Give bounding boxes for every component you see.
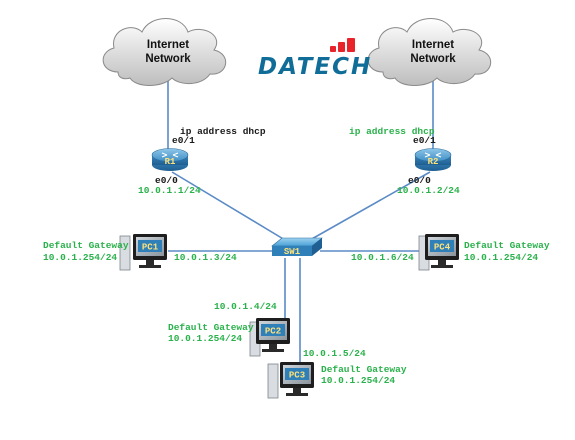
r1-wan-config: ip address dhcp <box>180 126 266 137</box>
cloud-left-line1: Internet <box>146 39 190 51</box>
r2-lan-ip: 10.0.1.2/24 <box>397 185 460 196</box>
pc3-ip: 10.0.1.5/24 <box>303 348 366 359</box>
pc4-label: PC4 <box>434 243 451 253</box>
pc1-gw: 10.0.1.254/24 <box>43 252 118 263</box>
router-r1-label: R1 <box>165 157 176 167</box>
switch-sw1[interactable]: SW1 <box>271 237 323 257</box>
pc3-label: PC3 <box>289 371 305 381</box>
internet-cloud-left <box>102 18 226 86</box>
r1-lan-iface: e0/0 <box>155 175 178 186</box>
pc2-ip: 10.0.1.4/24 <box>214 301 277 312</box>
pc1-gw-label: Default Gateway <box>43 240 129 251</box>
router-r1[interactable]: R1 <box>151 148 189 172</box>
cloud-right-line1: Internet <box>411 39 455 51</box>
router-r2[interactable]: R2 <box>414 148 452 172</box>
datech-logo: DATECH <box>258 54 373 80</box>
pc3-gw: 10.0.1.254/24 <box>321 375 396 386</box>
pc2-gw-label: Default Gateway <box>168 322 254 333</box>
pc-pc4[interactable]: PC4 <box>418 234 459 271</box>
pc4-gw-label: Default Gateway <box>464 240 550 251</box>
pc2-gw: 10.0.1.254/24 <box>168 333 243 344</box>
logo-mark <box>330 38 355 52</box>
internet-cloud-right <box>367 18 491 86</box>
r1-lan-ip: 10.0.1.1/24 <box>138 185 201 196</box>
cloud-left-label: Internet Network <box>128 38 208 66</box>
pc2-label: PC2 <box>265 327 281 337</box>
cloud-right-label: Internet Network <box>393 38 473 66</box>
cloud-left-line2: Network <box>145 53 191 65</box>
pc1-ip: 10.0.1.3/24 <box>174 252 237 263</box>
links <box>167 78 434 362</box>
r1-wan-iface: e0/1 <box>172 135 195 146</box>
link-r1-sw1 <box>171 171 286 241</box>
pc-pc3[interactable]: PC3 <box>267 362 314 399</box>
pc-pc1[interactable]: PC1 <box>119 234 167 271</box>
pc4-gw: 10.0.1.254/24 <box>464 252 539 263</box>
switch-sw1-label: SW1 <box>284 247 301 257</box>
pc-pc2[interactable]: PC2 <box>249 318 290 357</box>
router-r2-label: R2 <box>428 157 439 167</box>
r2-wan-iface: e0/1 <box>413 135 436 146</box>
cloud-right-line2: Network <box>410 53 456 65</box>
r2-lan-iface: e0/0 <box>408 175 431 186</box>
r2-wan-config: ip address dhcp <box>349 126 435 137</box>
pc3-gw-label: Default Gateway <box>321 364 407 375</box>
pc1-label: PC1 <box>142 243 159 253</box>
pc4-ip: 10.0.1.6/24 <box>351 252 414 263</box>
link-r2-sw1 <box>309 171 431 241</box>
